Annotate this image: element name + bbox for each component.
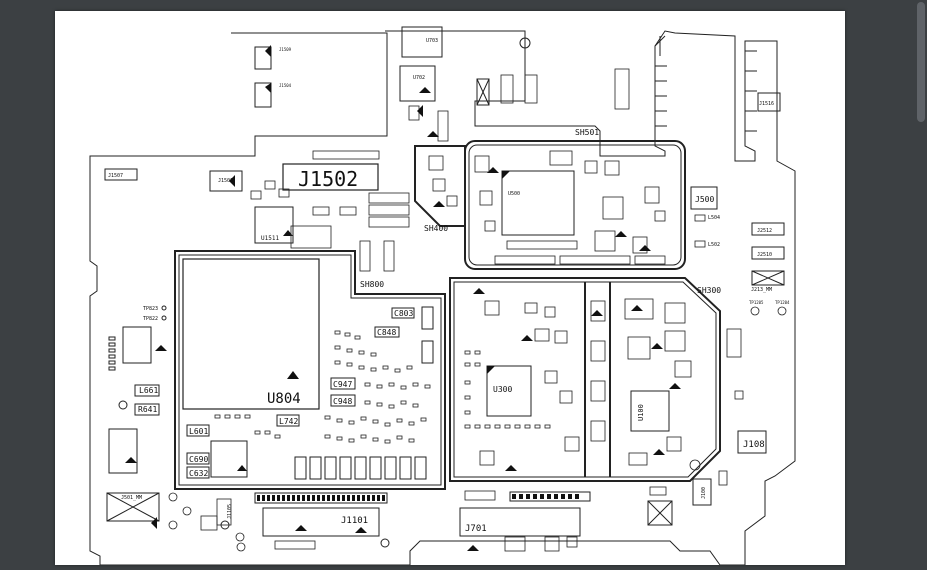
chip-u702 — [399, 65, 436, 102]
board-outline — [89, 30, 796, 566]
label-c803: C803 — [394, 309, 413, 318]
connector-j1101 — [262, 507, 380, 537]
pcb-layout-page: SH501 SH400 SH800 SH300 U804 J1502 — [55, 11, 845, 566]
connector-j2512 — [751, 222, 785, 236]
label-u703: U703 — [426, 38, 438, 44]
chip-u500 — [501, 170, 575, 236]
chip-u703 — [401, 26, 443, 58]
shield-sh800 — [174, 250, 446, 490]
sh400-small-parts — [428, 155, 458, 207]
chip-u300 — [486, 365, 532, 417]
label-tp1204: TP1204 — [775, 300, 790, 305]
label-j108: J108 — [743, 440, 765, 450]
shield-sh501 — [464, 140, 686, 270]
label-j501mm: J501_MM — [121, 495, 142, 501]
label-j1504: J1504 — [279, 83, 292, 88]
right-small-parts — [689, 214, 787, 486]
vertical-scrollbar[interactable] — [915, 0, 927, 565]
label-u500: U500 — [508, 191, 520, 197]
xbox-bottom-right — [647, 500, 673, 526]
label-j2512: J2512 — [757, 228, 772, 234]
scrollbar-thumb[interactable] — [917, 2, 925, 122]
shield-sh400 — [414, 145, 466, 227]
label-l504: L504 — [708, 215, 720, 221]
pad-r641 — [134, 403, 160, 416]
chip-u1511 — [254, 206, 294, 244]
label-u300: U300 — [493, 385, 512, 394]
label-sh501: SH501 — [575, 128, 599, 137]
label-j1516: J1516 — [759, 101, 774, 107]
label-c848: C848 — [377, 328, 396, 337]
chip-left-ic — [122, 326, 152, 364]
label-j1105: J1105 — [227, 504, 233, 519]
label-j2510: J2510 — [757, 252, 772, 258]
label-j1101: J1101 — [341, 516, 368, 526]
mounting-holes — [118, 37, 531, 548]
label-j1509: J1509 — [279, 47, 292, 52]
pad-l661 — [134, 384, 160, 397]
connector-j500 — [690, 186, 718, 210]
sh501-small-parts — [474, 150, 666, 265]
label-c690: C690 — [189, 455, 208, 464]
sh300-small-parts — [464, 298, 692, 466]
pad-j1509 — [254, 46, 272, 70]
label-c632: C632 — [189, 469, 208, 478]
chip-1822 — [210, 440, 248, 478]
label-j1507: J1507 — [108, 173, 123, 179]
bottom-small-parts — [168, 486, 667, 552]
label-j500: J500 — [695, 195, 714, 204]
connector-j501mm — [106, 492, 160, 522]
label-tp1205: TP1205 — [749, 300, 764, 305]
label-j100: J100 — [701, 487, 707, 499]
xbox-top — [476, 78, 490, 106]
top-small-parts — [250, 68, 630, 272]
label-u702: U702 — [413, 75, 425, 81]
connector-j701 — [459, 507, 581, 537]
chip-u804 — [182, 258, 320, 410]
connector-j213 — [751, 270, 785, 286]
label-u100: U100 — [637, 404, 645, 421]
label-r641: R641 — [138, 405, 157, 414]
label-sh800: SH800 — [360, 280, 384, 289]
connector-j1507 — [104, 168, 138, 181]
label-l502: L502 — [708, 242, 720, 248]
label-c947: C947 — [333, 380, 352, 389]
label-u804: U804 — [267, 391, 301, 407]
chip-u100 — [630, 390, 670, 432]
label-j213: J213_MM — [751, 287, 772, 293]
label-j1506: J1506 — [218, 178, 233, 184]
label-l742: L742 — [279, 417, 298, 426]
chip-left-lower — [108, 428, 138, 474]
connector-j1506 — [209, 170, 243, 192]
label-tp823: TP823 — [143, 306, 158, 312]
j1101-pins — [257, 495, 385, 501]
connector-j100 — [692, 478, 712, 506]
sh800-small-parts — [214, 330, 431, 444]
label-u1511: U1511 — [261, 235, 279, 242]
connector-j1502 — [282, 163, 379, 191]
connector-j108 — [737, 430, 767, 454]
connector-j2510 — [751, 246, 785, 260]
connector-j1516 — [757, 92, 781, 112]
label-j701: J701 — [465, 524, 487, 534]
label-c948: C948 — [333, 397, 352, 406]
label-sh300: SH300 — [697, 286, 721, 295]
label-sh400: SH400 — [424, 224, 448, 233]
label-l601: L601 — [189, 427, 208, 436]
pcb-diagram: SH501 SH400 SH800 SH300 U804 J1502 — [89, 26, 796, 566]
shield-sh300 — [449, 277, 721, 482]
label-tp822: TP822 — [143, 316, 158, 322]
pin1-markers — [125, 105, 681, 551]
pad-j1504 — [254, 82, 272, 108]
label-l661: L661 — [139, 386, 158, 395]
label-j1502: J1502 — [298, 167, 358, 191]
